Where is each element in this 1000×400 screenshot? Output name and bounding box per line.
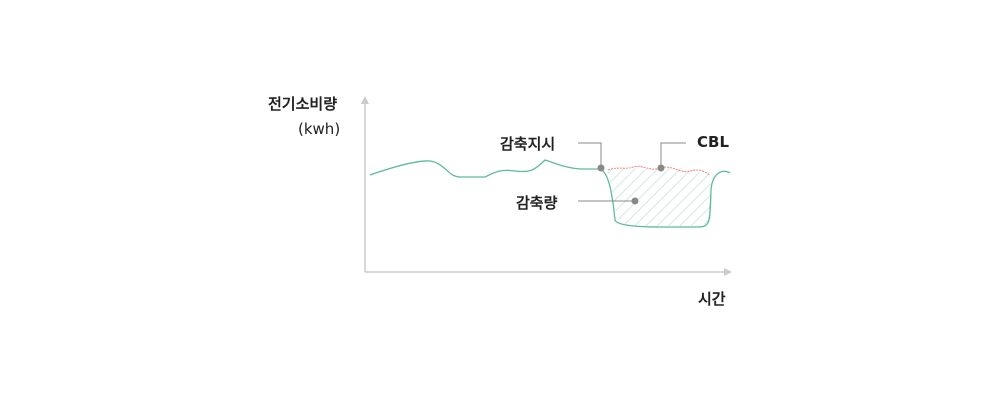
cbl-marker [657, 164, 665, 172]
x-axis-label: 시간 [698, 290, 726, 308]
x-axis-arrow-icon [724, 268, 732, 276]
cbl-leader [660, 142, 686, 168]
reduction-order-label: 감축지시 [500, 135, 556, 153]
reduction-area [608, 167, 711, 227]
y-axis-arrow-icon [361, 96, 369, 104]
cbl-label: CBL [697, 133, 729, 151]
reduction-amount-marker [631, 197, 639, 205]
y-axis-unit: (kwh) [298, 120, 341, 138]
reduction-order-leader [578, 142, 602, 168]
reduction-amount-label: 감축량 [516, 194, 558, 212]
y-axis-label: 전기소비량 [268, 95, 338, 113]
usage-line [369, 159, 731, 228]
reduction-order-marker [597, 164, 605, 172]
